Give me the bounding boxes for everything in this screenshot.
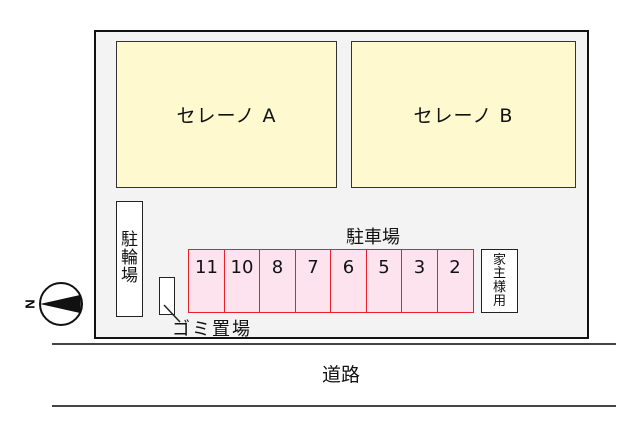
- road-label: 道路: [322, 364, 361, 386]
- owner-space-char: 家: [492, 252, 506, 268]
- building-a-label: セレーノ A: [176, 105, 277, 127]
- bicycle-parking: 駐 輪 場: [116, 201, 143, 317]
- compass-north-label: N: [23, 299, 38, 308]
- parking-space: 8: [259, 249, 296, 313]
- parking-label: 駐車場: [346, 227, 400, 248]
- bicycle-parking-char: 輪: [121, 248, 138, 269]
- owner-parking-space: 家 主 様 用: [481, 249, 518, 313]
- owner-space-char: 用: [492, 293, 506, 309]
- building-a: セレーノ A: [116, 41, 337, 188]
- building-b: セレーノ B: [351, 41, 576, 188]
- parking-row: 11 10 8 7 6 5 3 2: [188, 249, 474, 313]
- building-b-label: セレーノ B: [413, 105, 514, 127]
- parking-space: 5: [365, 249, 403, 313]
- compass-icon: N: [23, 282, 83, 326]
- road-edge-bottom: [52, 405, 616, 407]
- garbage-area: [159, 277, 175, 315]
- garbage-label: ゴミ置場: [172, 319, 252, 340]
- parking-space: 3: [401, 249, 438, 313]
- bicycle-parking-char: 駐: [121, 230, 138, 251]
- parking-space: 10: [223, 249, 261, 313]
- parking-space: 2: [436, 249, 474, 313]
- parking-space: 11: [188, 249, 225, 313]
- owner-space-char: 主: [492, 266, 506, 282]
- road-edge-top: [52, 343, 616, 345]
- bicycle-parking-char: 場: [121, 265, 138, 286]
- owner-space-char: 様: [492, 280, 506, 295]
